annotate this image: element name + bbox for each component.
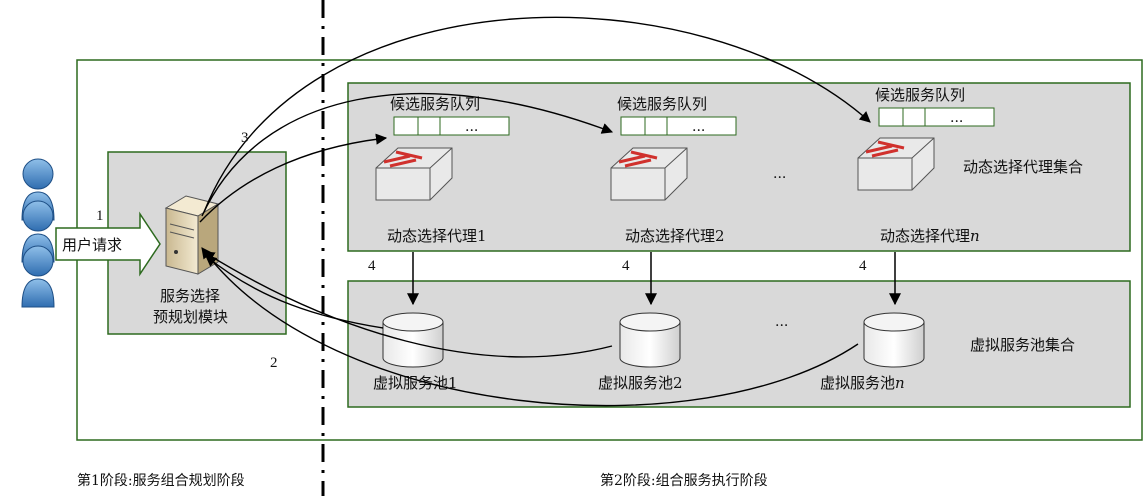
pool-label-1: 虚拟服务池1 xyxy=(373,374,458,392)
step-4-number-2: 4 xyxy=(622,258,630,274)
agent-label-n: 动态选择代理n xyxy=(880,227,980,245)
step-2-number: 2 xyxy=(270,355,278,371)
svg-text:...: ... xyxy=(692,119,705,135)
dispatch-arrow-2 xyxy=(201,92,614,217)
queue-label-2: 候选服务队列 xyxy=(617,95,707,113)
agent-2: 候选服务队列 ... 动态选择代理2 4 xyxy=(610,95,737,306)
switch-icon-2 xyxy=(610,147,688,201)
return-arrow-1 xyxy=(205,255,384,329)
return-arrow-2 xyxy=(203,251,613,358)
pool-n: 虚拟服务池n xyxy=(820,312,925,392)
queue-1: ... xyxy=(393,116,510,136)
pools-ellipsis: ... xyxy=(775,314,788,330)
step-4-number-1: 4 xyxy=(368,258,376,274)
user-request-arrow xyxy=(55,211,161,277)
planner-line2: 预规划模块 xyxy=(153,308,228,326)
dispatch-arrow-1 xyxy=(199,133,388,223)
dispatch-arrow-n xyxy=(203,16,871,213)
pools-group-label: 虚拟服务池集合 xyxy=(970,336,1075,354)
svg-text:...: ... xyxy=(950,110,963,126)
pool-label-n: 虚拟服务池n xyxy=(820,374,905,392)
phase1-caption: 第1阶段:服务组合规划阶段 xyxy=(77,472,245,489)
planner-line1: 服务选择 xyxy=(160,287,220,305)
svg-text:...: ... xyxy=(465,119,478,135)
user-request-label: 用户请求 xyxy=(62,236,122,254)
queue-2: ... xyxy=(620,116,737,136)
agent-label-1: 动态选择代理1 xyxy=(387,227,487,245)
pool-2: 虚拟服务池2 xyxy=(598,312,683,392)
queue-n: ... xyxy=(878,107,995,127)
queue-label-n: 候选服务队列 xyxy=(875,86,965,104)
agents-ellipsis: ... xyxy=(773,166,786,182)
server-icon xyxy=(164,195,220,275)
pools-group-box xyxy=(347,280,1131,408)
step-1-number: 1 xyxy=(96,208,104,224)
agents-group-label: 动态选择代理集合 xyxy=(963,158,1083,176)
switch-icon-n xyxy=(857,137,935,191)
switch-icon-1 xyxy=(375,147,453,201)
users-icon xyxy=(21,158,55,308)
pool-1: 虚拟服务池1 xyxy=(373,312,458,392)
agent-label-2: 动态选择代理2 xyxy=(625,227,725,245)
step-4-number-n: 4 xyxy=(859,258,867,274)
pool-label-2: 虚拟服务池2 xyxy=(598,374,683,392)
agents-group-box xyxy=(347,82,1131,252)
queue-label-1: 候选服务队列 xyxy=(390,95,480,113)
step-3-number: 3 xyxy=(241,130,249,146)
return-arrow-n xyxy=(201,247,859,407)
agent-1: 候选服务队列 ... 动态选择代理1 4 xyxy=(368,95,510,306)
agent-n: 候选服务队列 ... 动态选择代理n 4 xyxy=(857,86,995,306)
phase2-caption: 第2阶段:组合服务执行阶段 xyxy=(600,472,768,489)
